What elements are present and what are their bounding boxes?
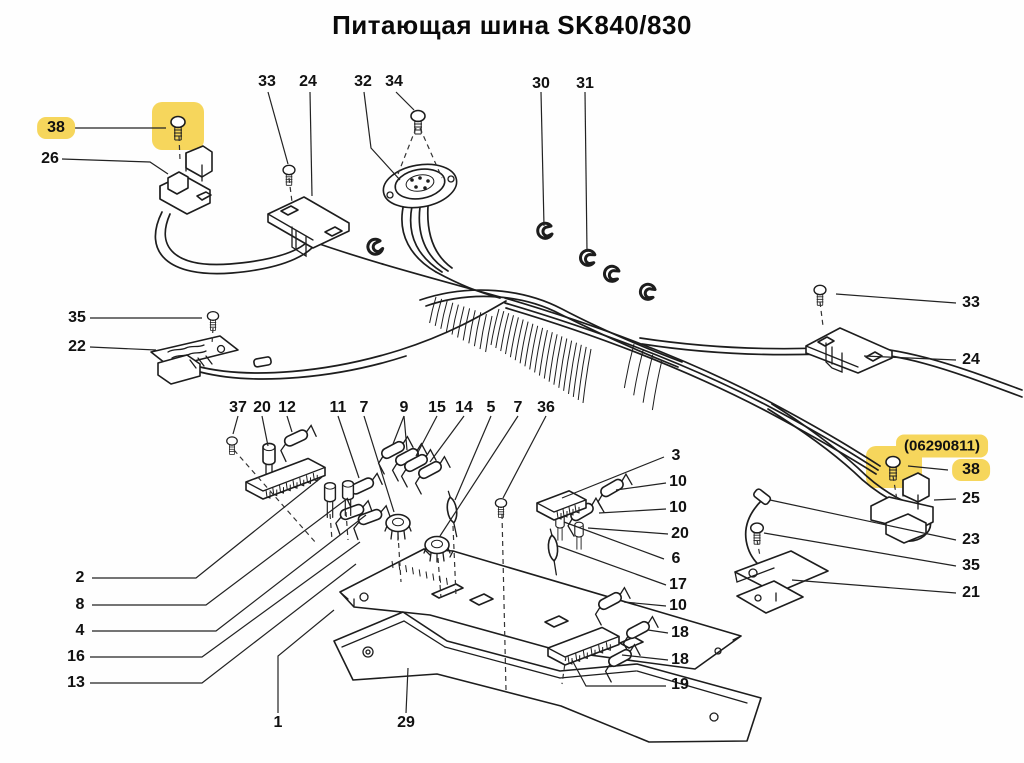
part-label-7: 7 (359, 399, 369, 416)
part-label-10: 10 (669, 473, 687, 490)
part-label-19: 19 (671, 676, 689, 693)
screw-icon (813, 284, 827, 306)
trimmer-glyph (384, 513, 412, 541)
part-label-12: 12 (278, 399, 296, 416)
part-label-17: 17 (669, 576, 687, 593)
connector-32 (382, 163, 458, 209)
highlight-marks (152, 102, 922, 488)
part-label-11: 11 (329, 399, 347, 416)
screw-icon (494, 497, 508, 518)
resistor-glyph (597, 472, 633, 513)
clip-icon (602, 264, 621, 283)
clip-icon (638, 282, 657, 301)
diode-glyph (446, 490, 458, 538)
part-label-22: 22 (68, 338, 86, 355)
part-label-24: 24 (962, 351, 980, 368)
part-label-3: 3 (671, 447, 681, 464)
screw-icon (170, 115, 186, 141)
part-label-33: 33 (258, 73, 276, 90)
trimmer-glyph (423, 535, 451, 563)
ic-chip-glyph (245, 457, 326, 500)
capacitor-glyph (341, 479, 355, 516)
components (245, 424, 659, 683)
part-label-26: 26 (41, 150, 59, 167)
page-title: Питающая шина SK840/830 (332, 10, 692, 40)
clip-icon (579, 248, 597, 267)
part-label-10: 10 (669, 499, 687, 516)
resistor-glyph (280, 424, 317, 463)
part-label-32: 32 (354, 73, 372, 90)
part-label-13: 13 (67, 674, 85, 691)
ic-chip-glyph (547, 626, 620, 666)
part-label-25: 25 (962, 490, 980, 507)
part-label-38: 38 (952, 459, 990, 481)
cable-clips (366, 221, 657, 301)
part-label-20: 20 (253, 399, 271, 416)
comb-wires (429, 296, 663, 411)
resistor-glyph (622, 615, 659, 655)
part-label-36: 36 (537, 399, 555, 416)
part-label-35: 35 (68, 309, 86, 326)
part-label-5: 5 (486, 399, 496, 416)
resistor-glyph (594, 586, 631, 626)
part-label-21: 21 (962, 584, 980, 601)
part-label-33: 33 (962, 294, 980, 311)
assembly-dashes (178, 127, 898, 691)
part-label-2: 2 (75, 569, 85, 586)
part-label-23: 23 (962, 531, 980, 548)
screw-icon (206, 310, 220, 331)
capacitor-glyph (323, 481, 337, 518)
part-label-18: 18 (671, 624, 689, 641)
part-label-34: 34 (385, 73, 403, 90)
part-label-9: 9 (399, 399, 409, 416)
part-label-10: 10 (669, 597, 687, 614)
clip-icon (536, 221, 554, 240)
part-label-06290811: (06290811) (896, 434, 988, 458)
resistor-glyph (400, 448, 437, 488)
part-label-15: 15 (428, 399, 446, 416)
resistor-glyph (353, 504, 391, 541)
ic-chip-glyph (536, 490, 587, 521)
parts (150, 145, 934, 743)
part-label-16: 16 (67, 648, 85, 665)
resistor-glyph (604, 643, 641, 683)
diode-glyph (547, 528, 559, 576)
part-label-8: 8 (75, 596, 85, 613)
screws (170, 109, 901, 545)
part-label-1: 1 (273, 714, 283, 731)
part-label-30: 30 (532, 75, 550, 92)
part-label-18: 18 (671, 651, 689, 668)
part-label-37: 37 (229, 399, 247, 416)
part-label-35: 35 (962, 557, 980, 574)
screw-icon (885, 455, 901, 481)
screw-icon (282, 164, 296, 186)
screw-icon (226, 436, 238, 455)
part-label-29: 29 (397, 714, 415, 731)
part-label-7: 7 (513, 399, 523, 416)
screw-icon (749, 522, 765, 545)
part-label-14: 14 (455, 399, 473, 416)
resistor-glyph (414, 455, 451, 495)
part-label-20: 20 (671, 525, 689, 542)
part-label-24: 24 (299, 73, 317, 90)
part-label-31: 31 (576, 75, 594, 92)
part-label-6: 6 (671, 550, 681, 567)
leader-lines (60, 91, 957, 714)
screw-icon (410, 109, 426, 135)
part-label-4: 4 (75, 622, 85, 639)
part-label-38: 38 (37, 117, 75, 139)
clip-icon (366, 237, 385, 256)
